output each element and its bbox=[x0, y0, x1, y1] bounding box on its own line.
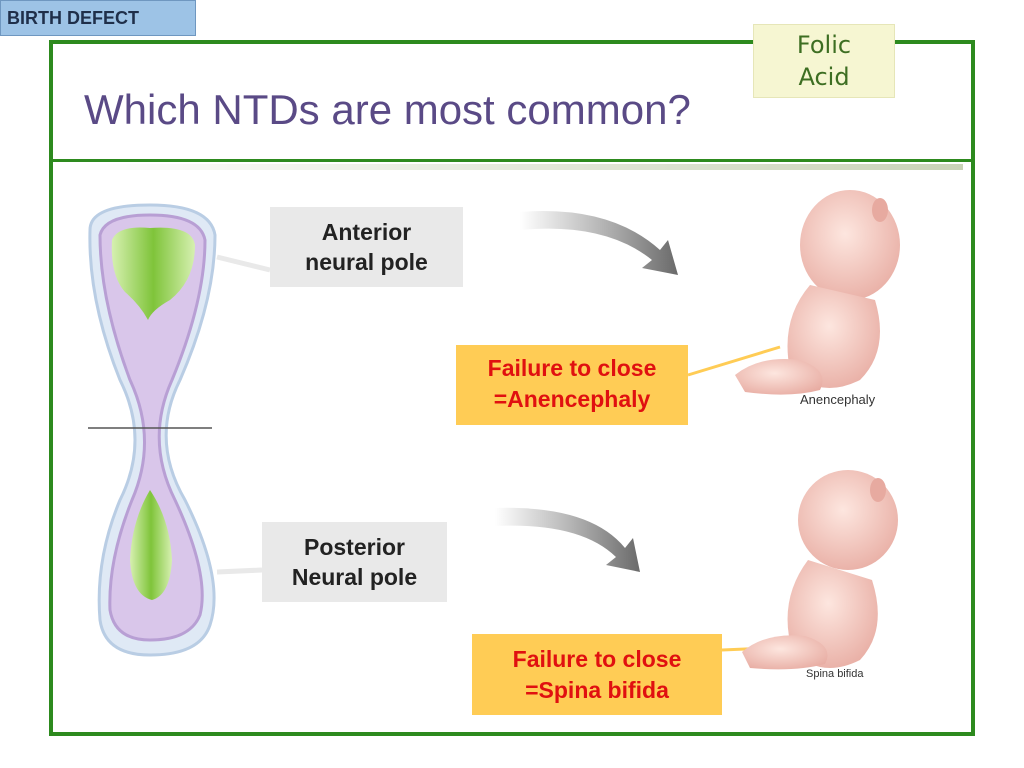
posterior-line2: Neural pole bbox=[291, 564, 418, 590]
folic-line2: Acid bbox=[798, 63, 850, 91]
spina-bifida-caption: Spina bifida bbox=[806, 668, 864, 680]
birth-defect-tag-text: BIRTH DEFECT bbox=[7, 8, 139, 28]
posterior-line1: Posterior bbox=[304, 534, 405, 560]
anterior-neural-pole-label: Anterior neural pole bbox=[270, 207, 463, 287]
fetus-spina-bifida-illustration bbox=[742, 470, 898, 670]
spina-line2: =Spina bifida bbox=[525, 677, 669, 703]
birth-defect-tag: BIRTH DEFECT bbox=[0, 0, 196, 36]
fetus-anencephaly-illustration bbox=[735, 190, 900, 395]
spina-bifida-outcome-box: Failure to close =Spina bifida bbox=[472, 634, 722, 715]
spina-line1: Failure to close bbox=[512, 646, 682, 672]
folic-line1: Folic bbox=[796, 31, 852, 59]
anencephaly-line1: Failure to close bbox=[487, 355, 657, 381]
anencephaly-caption: Anencephaly bbox=[800, 392, 876, 407]
arrow-to-anencephaly bbox=[520, 211, 678, 275]
anterior-line2: neural pole bbox=[305, 249, 428, 275]
title-divider-shadow bbox=[53, 164, 963, 170]
anencephaly-outcome-box: Failure to close =Anencephaly bbox=[456, 345, 688, 425]
anterior-line1: Anterior bbox=[321, 219, 412, 245]
arrow-to-spina-bifida bbox=[495, 507, 640, 572]
folic-acid-badge: Folic Acid bbox=[753, 24, 895, 98]
neural-tube-illustration bbox=[88, 203, 217, 657]
slide-title: Which NTDs are most common? bbox=[84, 86, 691, 133]
anencephaly-line2: =Anencephaly bbox=[493, 386, 651, 412]
slide-frame bbox=[49, 40, 975, 736]
posterior-neural-pole-label: Posterior Neural pole bbox=[262, 522, 447, 602]
title-divider bbox=[53, 159, 971, 162]
